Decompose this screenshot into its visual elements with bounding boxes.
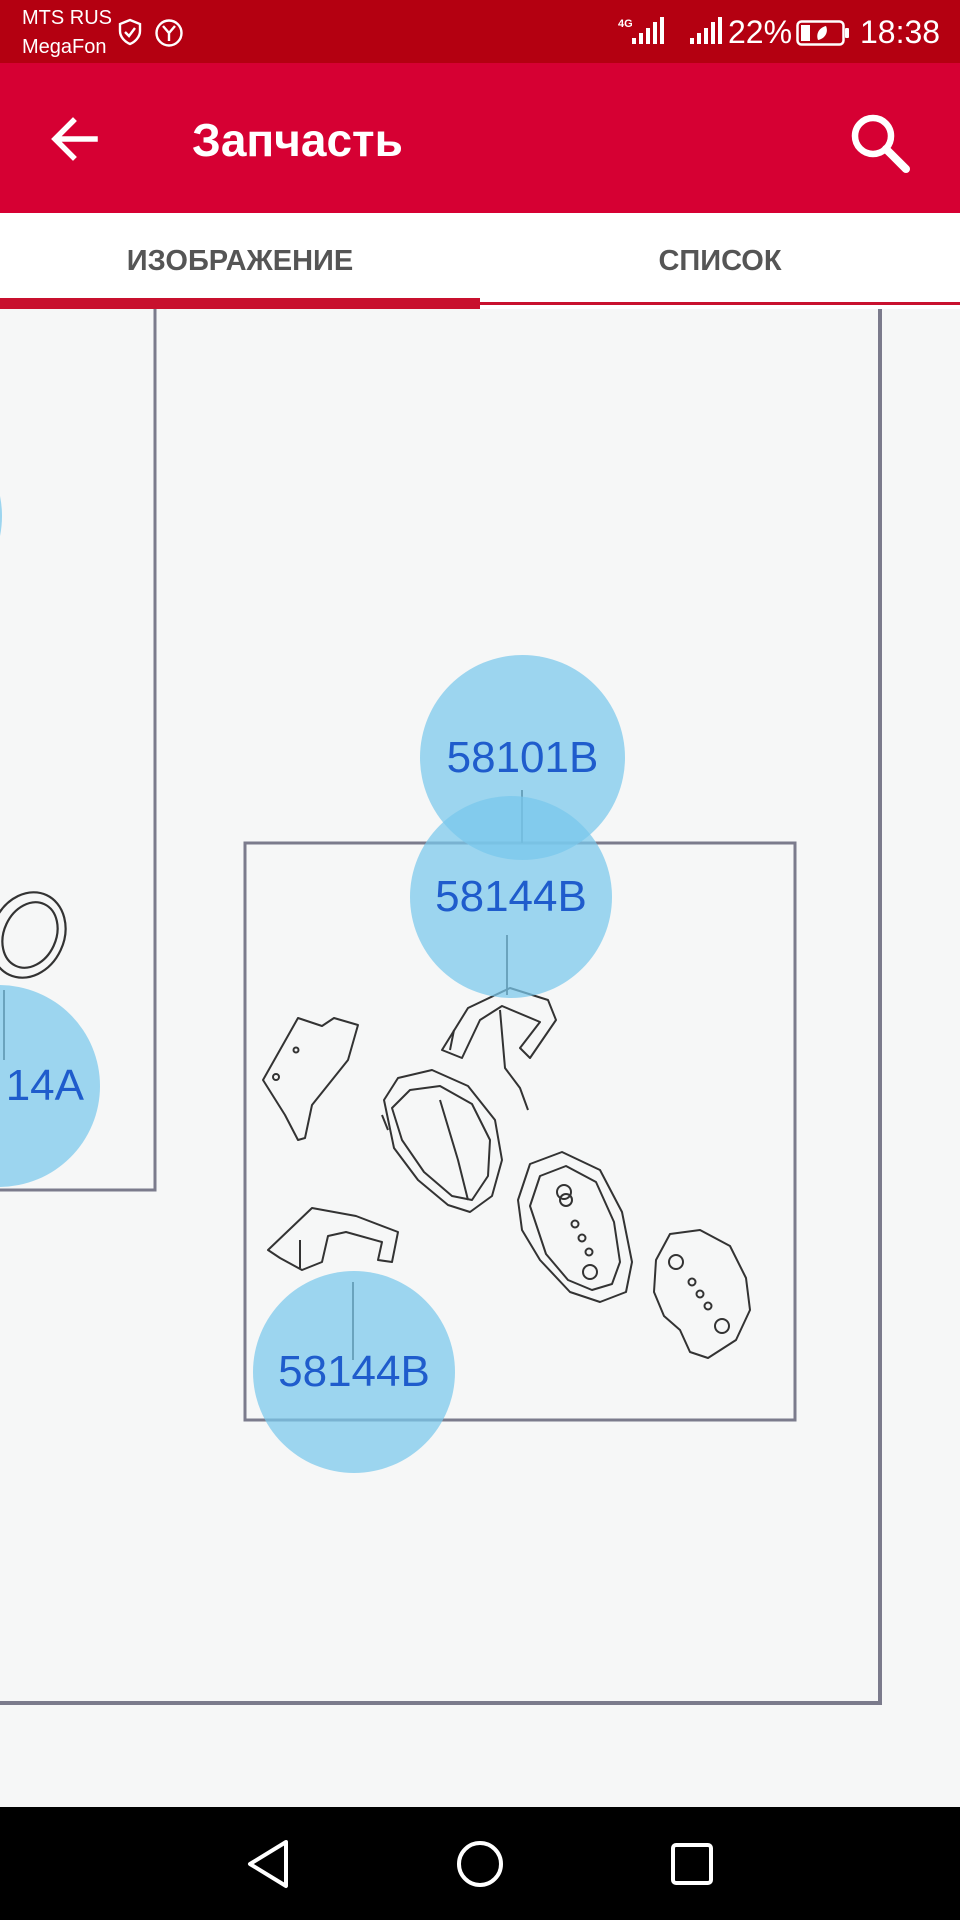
left-panel-frame (0, 309, 157, 1192)
nav-back-button[interactable] (228, 1827, 308, 1901)
carrier-name-2: MegaFon (22, 36, 107, 58)
shield-icon (118, 18, 142, 46)
search-icon (851, 114, 910, 173)
y-circle-icon (155, 19, 183, 47)
nav-recent-square-icon (671, 1843, 713, 1885)
back-button[interactable] (40, 111, 110, 167)
network-type-label: 4G (618, 18, 633, 30)
diagram-drawing (0, 309, 882, 1705)
signal-icon (690, 17, 722, 44)
hotspot-58144b-bottom[interactable]: 58144B (253, 1271, 455, 1473)
nav-home-circle-icon (457, 1841, 503, 1887)
outer-frame (0, 309, 882, 1705)
search-button[interactable] (840, 103, 920, 183)
signal-4g-icon: 4G (618, 17, 664, 44)
status-bar: MTS RUS MegaFon 4G 22% (0, 0, 960, 63)
hotspot-58144b-top[interactable]: 58144B (410, 796, 612, 998)
hotspot-edge-partial[interactable] (0, 415, 2, 617)
clock: 18:38 (860, 14, 941, 50)
arrow-left-icon (51, 117, 98, 161)
parts-diagram[interactable]: 58101B 58144B 58144B 14A (0, 309, 960, 1807)
hotspot-label: 58144B (435, 872, 587, 921)
hotspot-label: 58144B (278, 1347, 430, 1396)
hotspot-label: 14A (5, 1061, 84, 1110)
tab-image[interactable]: ИЗОБРАЖЕНИЕ (126, 244, 354, 277)
tab-selected-indicator (0, 298, 480, 309)
nav-recent-button[interactable] (652, 1827, 732, 1901)
tab-underline (0, 302, 960, 305)
system-nav-bar (0, 1807, 960, 1920)
nav-home-button[interactable] (440, 1827, 520, 1901)
tab-bar: ИЗОБРАЖЕНИЕ СПИСОК (0, 213, 960, 309)
hotspot-label: 58101B (446, 732, 599, 782)
app-bar: Запчасть (0, 63, 960, 213)
battery-percent: 22% (728, 14, 793, 50)
carrier-name-1: MTS RUS (22, 7, 112, 29)
nav-back-triangle-icon (248, 1840, 288, 1888)
page-title: Запчасть (192, 114, 403, 166)
battery-icon (796, 20, 849, 46)
tab-list[interactable]: СПИСОК (658, 244, 782, 277)
